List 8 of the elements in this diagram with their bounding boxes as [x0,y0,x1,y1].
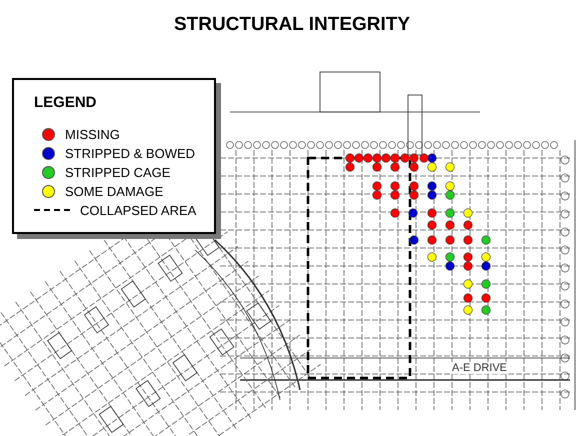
legend-label: STRIPPED CAGE [65,164,170,180]
street-label: A-E DRIVE [450,362,510,374]
legend-label: STRIPPED & BOWED [65,146,196,160]
legend-label: COLLAPSED AREA [80,202,196,218]
title: STRUCTURAL INTEGRITY [172,14,412,36]
legend-label: SOME DAMAGE [65,184,164,198]
legend-title: LEGEND [34,94,97,111]
legend-label: MISSING [65,126,120,142]
